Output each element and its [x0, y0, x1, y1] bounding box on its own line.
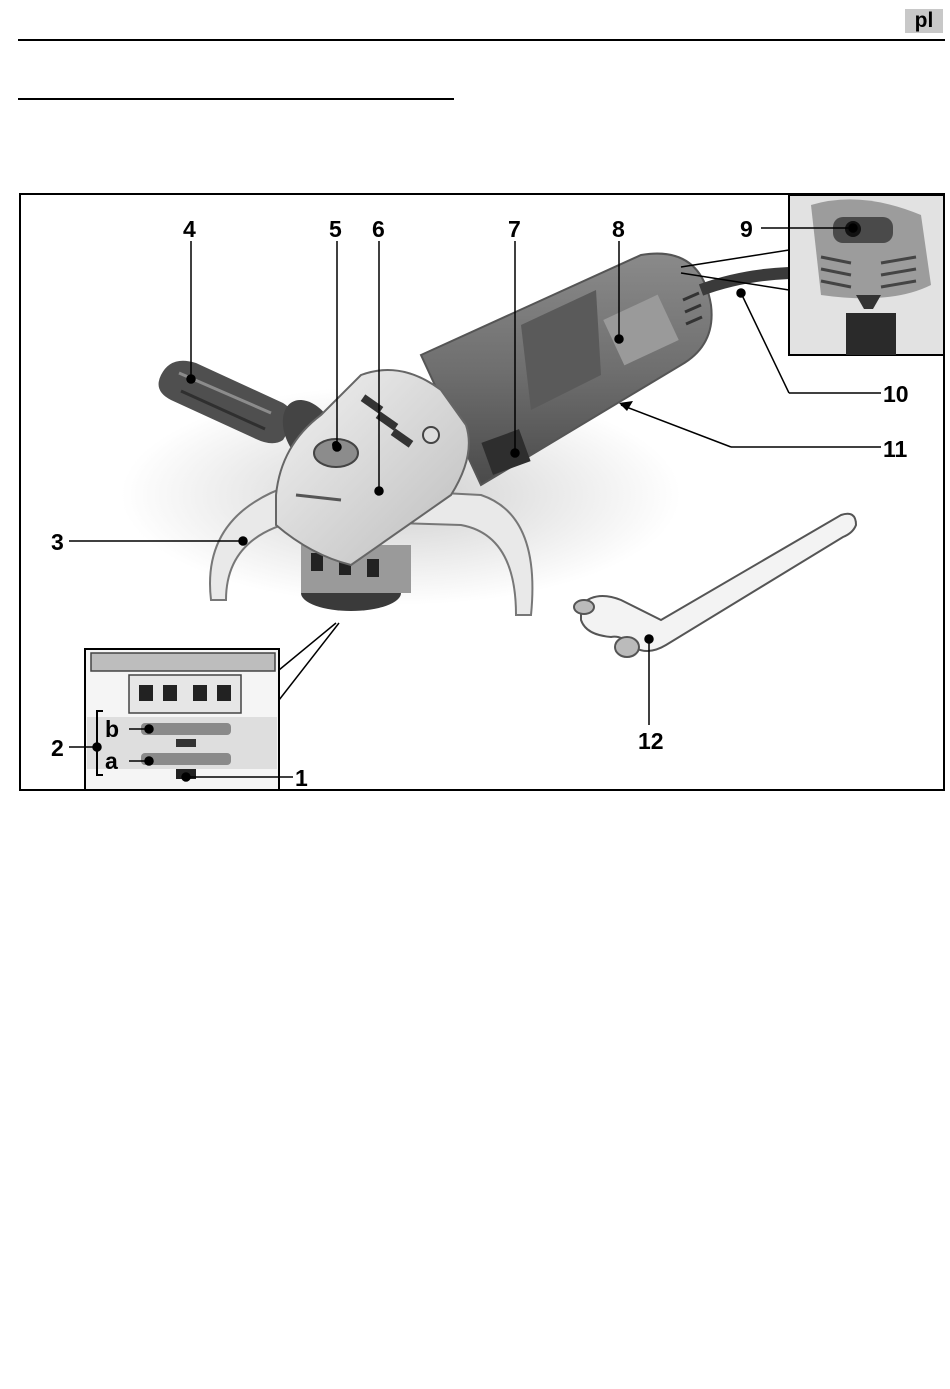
callout-1: 1	[295, 765, 308, 791]
callout-7: 7	[508, 216, 521, 242]
callout-a: a	[105, 748, 118, 774]
section-rule	[18, 98, 454, 100]
callout-3: 3	[51, 529, 64, 555]
callout-2: 2	[51, 735, 64, 761]
callout-6: 6	[372, 216, 385, 242]
product-illustration: 4 5 6 7 8 9 10 11 3 12 2 b a 1	[19, 193, 945, 791]
callout-4: 4	[183, 216, 196, 242]
language-badge: pl	[905, 9, 943, 33]
inset-switch-detail	[789, 195, 945, 355]
callout-10: 10	[883, 381, 909, 407]
inset-flange-connector-2	[279, 623, 339, 700]
callout-5: 5	[329, 216, 342, 242]
header-rule	[18, 39, 945, 41]
inset-connector-line	[681, 250, 789, 267]
callout-12: 12	[638, 728, 664, 754]
callout-9: 9	[740, 216, 753, 242]
callout-11: 11	[883, 436, 908, 462]
callout-b: b	[105, 716, 119, 742]
callout-8: 8	[612, 216, 625, 242]
